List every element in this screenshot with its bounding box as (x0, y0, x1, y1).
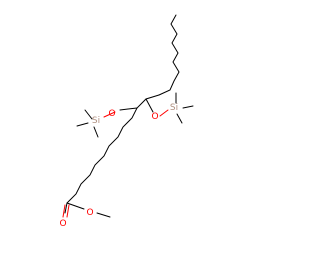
carbonyl-oxygen-label: O (59, 219, 66, 229)
oxygen-atom-label: O (151, 112, 158, 122)
structure-canvas: O Si O Si O O (59, 14, 194, 229)
ester-bond (66, 202, 85, 210)
carbonyl-double-bond (62, 204, 70, 218)
ester-oxygen-label: O (86, 208, 93, 218)
silicon-atom-label: Si (170, 103, 178, 113)
otms-left-bonds (76, 107, 138, 138)
oxygen-atom-label: O (108, 109, 115, 119)
methoxy-bond (96, 212, 111, 218)
silicon-atom-label: Si (92, 116, 100, 126)
main-chain-bonds (64, 94, 160, 214)
molecule-diagram: O Si O Si O O (59, 14, 194, 229)
alkyl-tail-bonds (158, 14, 180, 96)
carbon-skeleton (64, 14, 180, 218)
otms-right-bonds (145, 92, 194, 124)
